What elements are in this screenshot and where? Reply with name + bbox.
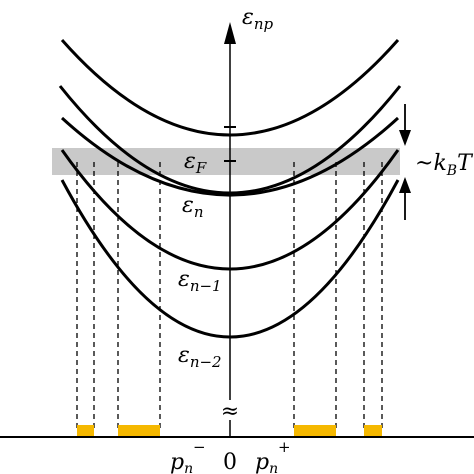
momentum-intervals bbox=[77, 425, 382, 436]
level-n-label: εn bbox=[182, 193, 203, 221]
zero-label: 0 bbox=[223, 450, 237, 474]
level-ticks bbox=[224, 126, 236, 338]
interval-bar bbox=[118, 425, 160, 436]
interval-bar bbox=[77, 425, 94, 436]
interval-bar bbox=[294, 425, 336, 436]
fermi-level-label: εF bbox=[184, 149, 207, 177]
axis-break-mark: ≈ bbox=[221, 399, 239, 424]
energy-axis-arrow-icon bbox=[224, 22, 236, 44]
energy-axis-label: εnp bbox=[242, 5, 273, 33]
p-plus-label: pn bbox=[255, 450, 278, 474]
level-n-minus-2-label: εn−2 bbox=[178, 343, 222, 371]
thermal-width-label: ~kBT bbox=[415, 151, 474, 179]
kbt-arrow-up-icon bbox=[399, 177, 411, 193]
kbt-arrow-down-icon bbox=[399, 130, 411, 146]
level-n-minus-1-label: εn−1 bbox=[178, 267, 222, 295]
p-plus-sup: + bbox=[278, 438, 291, 456]
p-minus-label: pn bbox=[170, 450, 193, 474]
p-minus-sup: − bbox=[193, 438, 206, 456]
interval-bar bbox=[364, 425, 382, 436]
